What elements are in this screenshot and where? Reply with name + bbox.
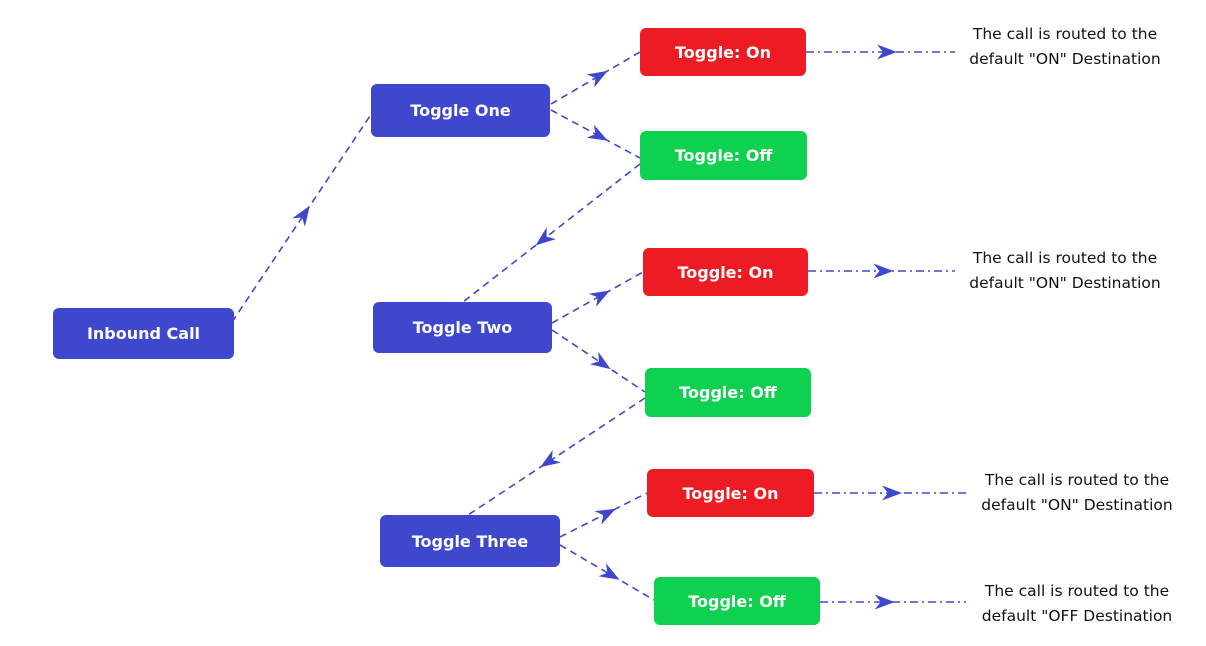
connector-toggle-two-off-to-toggle-three (467, 397, 646, 516)
arrowhead-inbound-to-toggle-one (292, 205, 310, 227)
arrowhead-toggle-two-to-off (589, 351, 611, 370)
arrowhead-toggle-three-to-off (598, 563, 620, 580)
arrowhead-toggle-two-off-to-toggle-three (540, 450, 561, 468)
toggle-two-off-node: Toggle: Off (645, 368, 811, 417)
arrowhead-toggle-two-to-on (588, 290, 610, 307)
destination-note-toggle-two-on: The call is routed to the default "ON" D… (955, 246, 1175, 296)
connector-toggle-two-to-on (551, 271, 644, 324)
toggle-three-on-node: Toggle: On (647, 469, 814, 517)
arrowhead-toggle-three-off-to-destination (874, 594, 895, 610)
connector-toggle-one-off-to-toggle-two (462, 163, 641, 303)
arrowhead-toggle-one-to-on (586, 70, 608, 88)
inbound-call-node: Inbound Call (53, 308, 234, 359)
arrowhead-toggle-one-on-to-destination (877, 44, 897, 60)
toggle-one-on-node: Toggle: On (640, 28, 806, 76)
note-line: default "OFF Destination (981, 607, 1173, 625)
toggle-three-off-node: Toggle: Off (654, 577, 820, 625)
arrowhead-toggle-one-off-to-toggle-two (535, 227, 556, 246)
note-line: default "ON" Destination (969, 50, 1161, 68)
arrowhead-toggle-three-to-on (594, 508, 616, 525)
connector-toggle-one-to-on (550, 51, 641, 105)
destination-note-toggle-one-on: The call is routed to the default "ON" D… (955, 22, 1175, 72)
destination-note-toggle-three-on: The call is routed to the default "ON" D… (966, 468, 1188, 518)
note-line: The call is routed to the (984, 471, 1170, 489)
connector-toggle-three-to-off (559, 544, 655, 601)
note-line: The call is routed to the (972, 25, 1158, 43)
note-line: default "ON" Destination (981, 496, 1173, 514)
note-line: The call is routed to the (984, 582, 1170, 600)
arrowhead-toggle-two-on-to-destination (873, 263, 894, 279)
toggle-two-on-node: Toggle: On (643, 248, 808, 296)
toggle-one-off-node: Toggle: Off (640, 131, 807, 180)
arrowhead-toggle-one-to-off (586, 124, 608, 141)
toggle-three-node: Toggle Three (380, 515, 560, 567)
arrowhead-toggle-three-on-to-destination (882, 485, 902, 501)
destination-note-toggle-three-off: The call is routed to the default "OFF D… (966, 579, 1188, 629)
toggle-one-node: Toggle One (371, 84, 550, 137)
note-line: default "ON" Destination (969, 274, 1161, 292)
toggle-two-node: Toggle Two (373, 302, 552, 353)
connector-toggle-two-to-off (551, 329, 646, 393)
note-line: The call is routed to the (972, 249, 1158, 267)
